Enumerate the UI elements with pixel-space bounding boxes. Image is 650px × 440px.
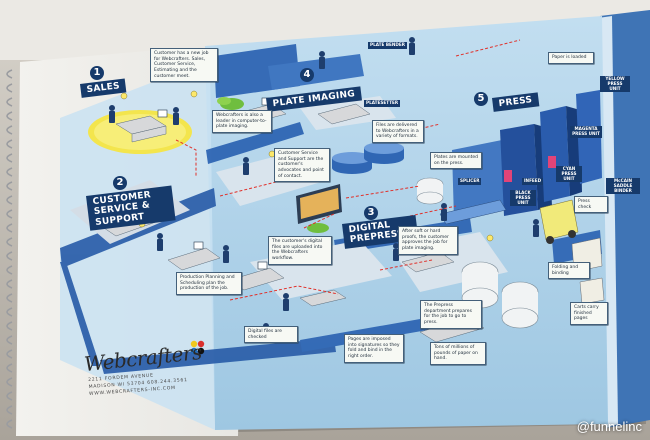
callout-proofs: After soft or hard proofs, the customer … bbox=[398, 226, 458, 255]
callout-prepress-department: The Prepress department prepares for the… bbox=[420, 300, 482, 329]
prepress-display bbox=[296, 184, 342, 224]
stage-number-5: 5 bbox=[474, 92, 488, 106]
callout-paper-loaded: Paper is loaded bbox=[548, 52, 594, 64]
callout-files-checked: Digital files are checked bbox=[244, 326, 298, 344]
callout-digital: Files are delivered to Webcrafters in a … bbox=[372, 120, 424, 143]
label-infeed: INFEED bbox=[522, 178, 544, 185]
stage-number-3: 3 bbox=[364, 206, 378, 220]
paper-rolls bbox=[416, 177, 539, 329]
forklift bbox=[539, 199, 579, 244]
company-logo-mark bbox=[190, 340, 205, 355]
callout-plate-intro: Webcrafters is also a leader in computer… bbox=[212, 110, 272, 133]
stage-number-2: 2 bbox=[113, 176, 127, 190]
platesetter-drums bbox=[332, 142, 404, 174]
plant-right bbox=[307, 223, 329, 233]
stage-number-1: 1 bbox=[90, 66, 104, 80]
label-magenta-press-unit: MAGENTA PRESS UNIT bbox=[570, 126, 602, 138]
stage-number-4: 4 bbox=[300, 68, 314, 82]
label-plate-bender: PLATE BENDER bbox=[368, 42, 407, 49]
callout-sales: Customer has a new job for Webcrafters. … bbox=[150, 48, 218, 83]
callout-press-check: Press check bbox=[574, 196, 608, 214]
label-cyan-press-unit: CYAN PRESS UNIT bbox=[556, 166, 582, 183]
callout-workflow: The customer's digital files are uploade… bbox=[268, 236, 332, 265]
label-mccain-binder: McCAIN SADDLE BINDER bbox=[606, 178, 640, 195]
callout-carts: Carts carry finished pages bbox=[570, 302, 608, 325]
callout-production: Production Planning and Scheduling plan … bbox=[176, 272, 242, 295]
watermark: @funnelinc bbox=[576, 419, 642, 434]
label-yellow-press-unit: YELLOW PRESS UNIT bbox=[600, 76, 630, 93]
callout-pages-imposed: Pages are imposed into signatures so the… bbox=[344, 334, 404, 363]
plant-left bbox=[217, 97, 244, 110]
label-platesetter: PLATESETTER bbox=[364, 100, 401, 107]
callout-csr: Customer Service and Support are the cus… bbox=[274, 148, 330, 183]
callout-folding: Folding and binding bbox=[548, 262, 590, 280]
spiral-binding bbox=[6, 69, 13, 429]
label-splicer: SPLICER bbox=[458, 178, 482, 185]
callout-plates-mounted: Plates are mounted on the press. bbox=[430, 152, 482, 170]
callout-tons-paper: Tons of millions of pounds of paper on h… bbox=[430, 342, 486, 365]
label-black-press-unit: BLACK PRESS UNIT bbox=[510, 190, 536, 207]
